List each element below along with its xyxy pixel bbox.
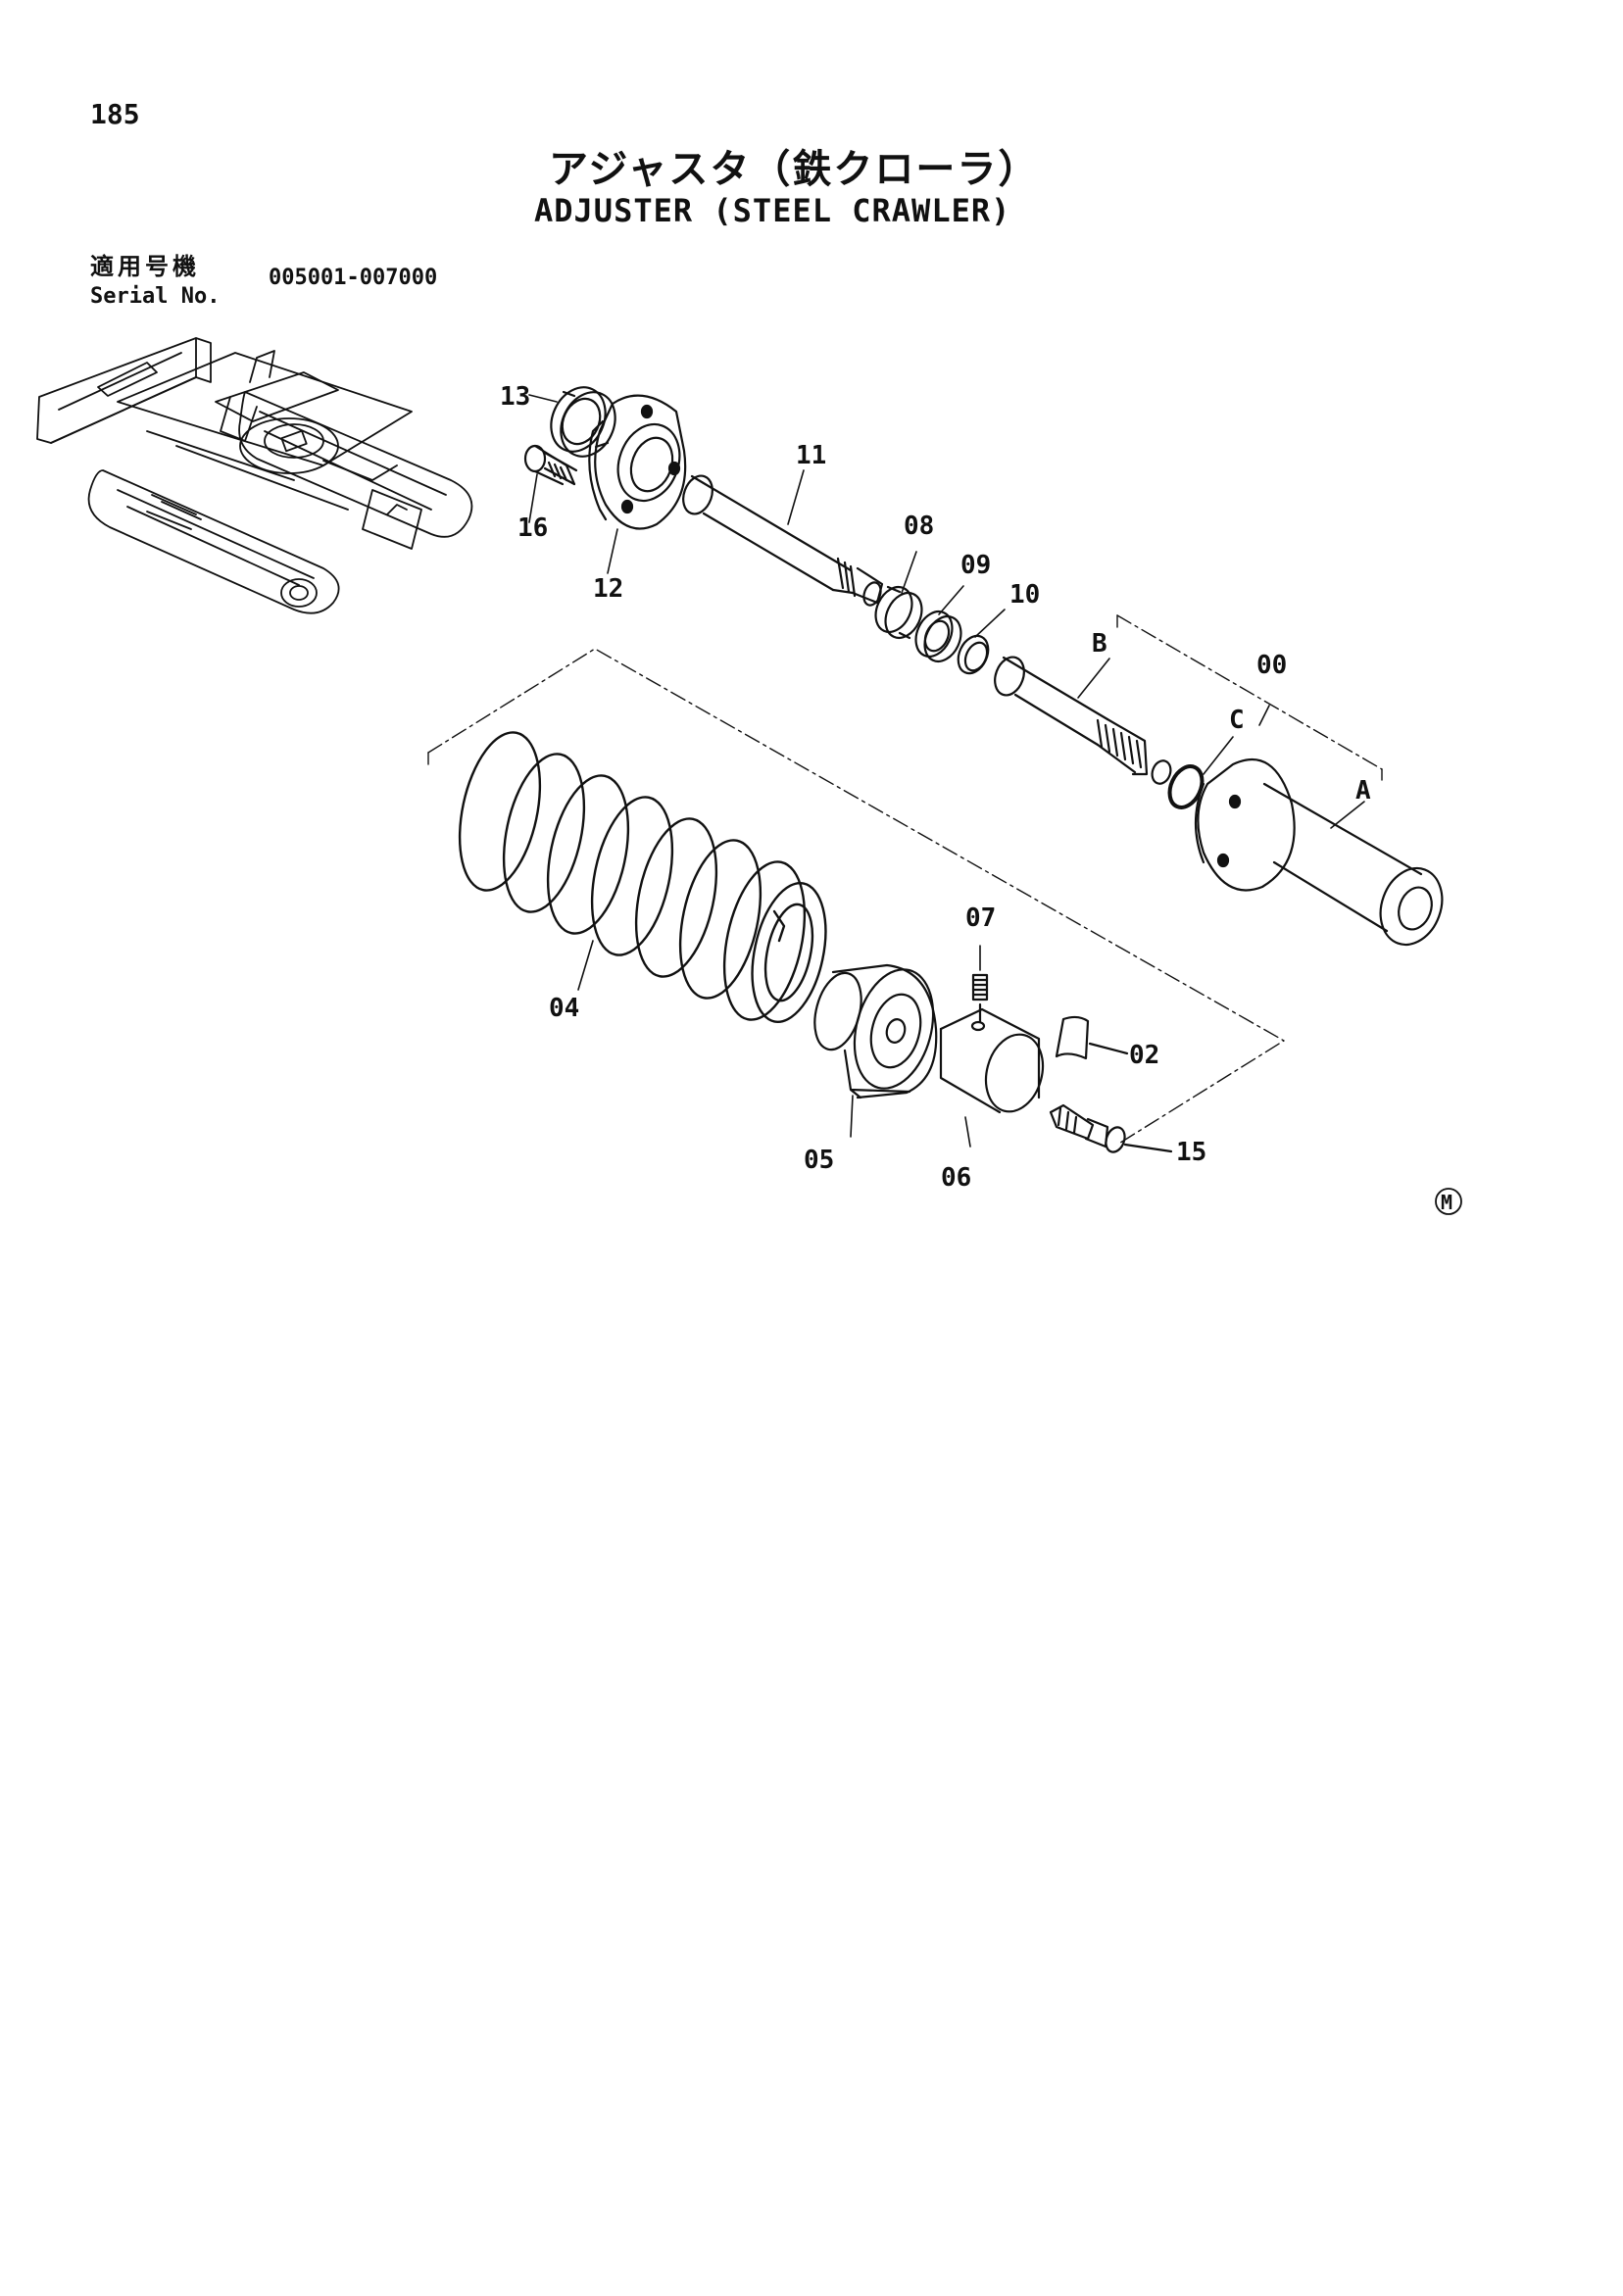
part-b-piston <box>994 656 1172 785</box>
callout-leader-lines <box>528 394 1365 1148</box>
part-02-plate <box>1055 1015 1129 1060</box>
part-10-snap-ring <box>957 634 990 675</box>
circled-m-mark: M <box>1435 1188 1462 1215</box>
callout-labels: 13 16 12 11 08 09 10 B 00 C A 07 04 02 1… <box>500 382 1371 1193</box>
part-09-packing <box>914 610 962 663</box>
callout-10: 10 <box>1009 580 1040 610</box>
part-13-seal <box>550 386 616 458</box>
serial-label-english: Serial No. <box>90 284 221 309</box>
part-05-spring-seat <box>813 963 938 1099</box>
callout-b: B <box>1092 629 1107 659</box>
callout-11: 11 <box>796 441 826 470</box>
serial-range: 005001-007000 <box>269 266 438 290</box>
part-04-spring <box>458 731 827 1024</box>
callout-15: 15 <box>1176 1138 1206 1167</box>
part-16-bolt <box>523 444 578 486</box>
callout-08: 08 <box>904 512 934 541</box>
callout-07: 07 <box>965 904 996 933</box>
part-11-rod <box>682 474 884 607</box>
part-a-cylinder <box>1194 758 1444 947</box>
callout-02: 02 <box>1129 1041 1159 1070</box>
callout-06: 06 <box>941 1163 971 1193</box>
callout-09: 09 <box>960 551 991 580</box>
part-12-flange <box>588 394 687 530</box>
callout-c: C <box>1229 706 1245 735</box>
page-title-english: ADJUSTER (STEEL CRAWLER) <box>534 192 1011 229</box>
assembly-group-outline <box>427 614 1383 1146</box>
callout-00: 00 <box>1256 651 1287 680</box>
part-15-grease-valve <box>1049 1103 1173 1153</box>
callout-05: 05 <box>804 1146 834 1175</box>
callout-a: A <box>1355 776 1371 806</box>
serial-label-japanese: 適用号機 <box>90 253 200 280</box>
part-08-ring <box>874 585 923 640</box>
page-title-japanese: アジャスタ（鉄クローラ） <box>549 147 1040 192</box>
part-07-fitting <box>971 973 989 1001</box>
callout-12: 12 <box>593 574 623 604</box>
callout-16: 16 <box>517 513 548 543</box>
part-06-block <box>939 1002 1045 1114</box>
callout-13: 13 <box>500 382 530 412</box>
mark-letter: M <box>1441 1191 1452 1214</box>
callout-04: 04 <box>549 994 579 1023</box>
machine-overview-illustration <box>36 337 473 614</box>
page-number: 185 <box>90 98 140 130</box>
